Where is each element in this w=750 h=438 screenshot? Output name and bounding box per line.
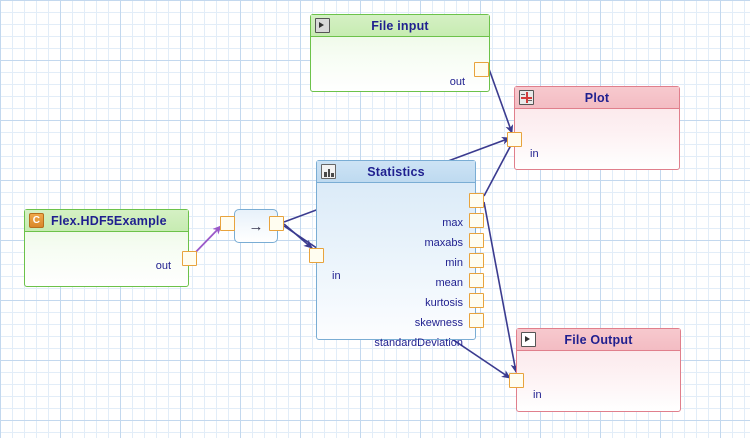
node-body: in: [515, 109, 679, 170]
node-flex-hdf5-example[interactable]: C Flex.HDF5Example out: [24, 209, 189, 287]
node-title: Plot: [584, 90, 610, 105]
port-statistics-min[interactable]: [469, 233, 484, 248]
node-title: File Output: [564, 332, 633, 347]
port-label-kurtosis: kurtosis: [425, 297, 463, 309]
port-relay-in[interactable]: [220, 216, 235, 231]
node-file-output[interactable]: File Output in: [516, 328, 681, 412]
node-plot[interactable]: Plot in: [514, 86, 680, 170]
plot-icon: [519, 90, 534, 105]
port-statistics-kurtosis[interactable]: [469, 273, 484, 288]
wire-statistics-out-output: [483, 201, 519, 373]
arrow-right-icon: →: [248, 217, 264, 235]
port-file-input-out[interactable]: [474, 62, 489, 77]
port-label-maxabs: maxabs: [424, 237, 463, 249]
node-body: in: [517, 351, 680, 412]
node-title: File input: [371, 18, 429, 33]
port-file-output-in[interactable]: [509, 373, 524, 388]
bar-chart-icon: [321, 164, 336, 179]
port-label-max: max: [442, 217, 463, 229]
port-label-mean: mean: [435, 277, 463, 289]
port-statistics-maxabs[interactable]: [469, 213, 484, 228]
port-relay-out[interactable]: [269, 216, 284, 231]
file-input-icon: [315, 18, 330, 33]
port-label-in: in: [332, 270, 341, 282]
port-label-in: in: [530, 148, 539, 160]
wire-fileinput-plot: [488, 68, 514, 134]
port-label-out: out: [155, 260, 171, 272]
node-body: in max maxabs min mean kurtosis skewness…: [317, 183, 475, 349]
node-file-input[interactable]: File input out: [310, 14, 490, 92]
node-header: Plot: [515, 87, 679, 109]
port-flex-hdf5-example-out[interactable]: [182, 251, 197, 266]
node-header: File input: [311, 15, 489, 37]
port-statistics-standarddeviation[interactable]: [469, 313, 484, 328]
node-title: Flex.HDF5Example: [51, 213, 167, 228]
node-body: out: [25, 232, 188, 287]
node-title: Statistics: [367, 164, 425, 179]
node-header: File Output: [517, 329, 680, 351]
node-statistics[interactable]: Statistics in max maxabs min mean kurtos…: [316, 160, 476, 349]
node-header: C Flex.HDF5Example: [25, 210, 188, 232]
port-label-out: out: [449, 76, 465, 88]
component-c-icon: C: [29, 213, 44, 228]
port-label-min: min: [445, 257, 463, 269]
port-statistics-mean[interactable]: [469, 253, 484, 268]
port-statistics-in[interactable]: [309, 248, 324, 263]
node-body: out: [311, 37, 489, 92]
port-label-in: in: [533, 389, 542, 401]
port-plot-in[interactable]: [507, 132, 522, 147]
file-output-icon: [521, 332, 536, 347]
port-statistics-max[interactable]: [469, 193, 484, 208]
port-label-skewness: skewness: [414, 317, 463, 329]
port-statistics-skewness[interactable]: [469, 293, 484, 308]
node-header: Statistics: [317, 161, 475, 183]
wire-relay-statistics: [283, 223, 313, 249]
port-label-standarddeviation: standardDeviation: [374, 337, 463, 349]
